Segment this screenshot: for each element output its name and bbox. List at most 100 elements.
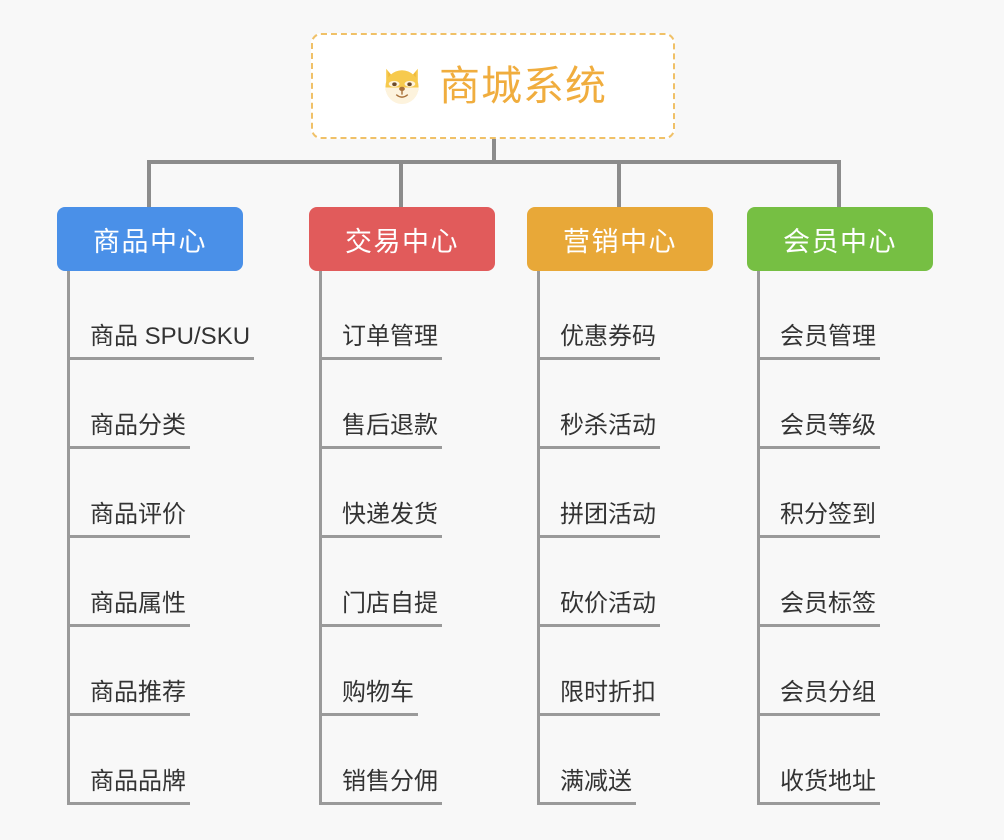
leaf-item[interactable]: 拼团活动 <box>527 449 713 538</box>
leaf-item[interactable]: 商品分类 <box>57 360 243 449</box>
category-label: 会员中心 <box>783 226 897 257</box>
leaf-label: 优惠券码 <box>560 322 656 350</box>
leaf-label: 商品 SPU/SKU <box>90 322 251 350</box>
leaf-item[interactable]: 快递发货 <box>309 449 495 538</box>
leaf-item[interactable]: 积分签到 <box>747 449 933 538</box>
column-marketing-center: 营销中心优惠券码秒杀活动拼团活动砍价活动限时折扣满减送 <box>527 207 713 805</box>
connector-drop-4 <box>837 160 841 207</box>
leaf-underline: 限时折扣 <box>537 678 660 716</box>
connector-root-stem <box>492 139 496 164</box>
leaf-item[interactable]: 售后退款 <box>309 360 495 449</box>
leaf-item[interactable]: 会员等级 <box>747 360 933 449</box>
leaf-underline: 商品推荐 <box>67 678 190 716</box>
leaf-label: 快递发货 <box>342 500 438 528</box>
leaf-item[interactable]: 商品评价 <box>57 449 243 538</box>
leaf-label: 会员管理 <box>780 322 876 350</box>
leaf-label: 拼团活动 <box>560 500 656 528</box>
column-member-center: 会员中心会员管理会员等级积分签到会员标签会员分组收货地址 <box>747 207 933 805</box>
connector-drop-2 <box>399 160 403 207</box>
leaf-label: 满减送 <box>560 767 632 795</box>
leaf-rail <box>537 271 540 805</box>
root-title: 商城系统 <box>439 62 607 109</box>
column-product-center: 商品中心商品 SPU/SKU 商品分类商品评价商品属性商品推荐商品品牌 <box>57 207 255 805</box>
leaf-list-product-center: 商品 SPU/SKU 商品分类商品评价商品属性商品推荐商品品牌 <box>57 271 255 805</box>
leaf-underline: 门店自提 <box>319 589 442 627</box>
leaf-item[interactable]: 商品品牌 <box>57 716 243 805</box>
leaf-item[interactable]: 商品推荐 <box>57 627 243 716</box>
leaf-label: 会员标签 <box>780 589 876 617</box>
leaf-underline: 售后退款 <box>319 411 442 449</box>
category-box-trade-center[interactable]: 交易中心 <box>309 207 495 271</box>
leaf-label: 售后退款 <box>342 411 438 439</box>
leaf-underline: 会员管理 <box>757 322 880 360</box>
leaf-label: 积分签到 <box>780 500 876 528</box>
leaf-rail <box>757 271 760 805</box>
leaf-list-member-center: 会员管理会员等级积分签到会员标签会员分组收货地址 <box>747 271 933 805</box>
category-box-marketing-center[interactable]: 营销中心 <box>527 207 713 271</box>
leaf-underline: 秒杀活动 <box>537 411 660 449</box>
leaf-underline: 收货地址 <box>757 767 880 805</box>
connector-drop-3 <box>617 160 621 207</box>
leaf-label: 会员等级 <box>780 411 876 439</box>
column-trade-center: 交易中心订单管理售后退款快递发货门店自提购物车销售分佣 <box>309 207 495 805</box>
leaf-label: 商品评价 <box>90 500 186 528</box>
leaf-label: 秒杀活动 <box>560 411 656 439</box>
category-box-member-center[interactable]: 会员中心 <box>747 207 933 271</box>
leaf-underline: 积分签到 <box>757 500 880 538</box>
category-label: 交易中心 <box>345 226 459 257</box>
category-label: 商品中心 <box>93 226 207 257</box>
dog-face-icon <box>379 63 425 109</box>
category-box-product-center[interactable]: 商品中心 <box>57 207 243 271</box>
connector-horizontal-bar <box>149 160 841 164</box>
leaf-underline: 满减送 <box>537 767 636 805</box>
leaf-underline: 商品评价 <box>67 500 190 538</box>
category-label: 营销中心 <box>563 226 677 257</box>
leaf-item[interactable]: 秒杀活动 <box>527 360 713 449</box>
leaf-underline: 拼团活动 <box>537 500 660 538</box>
leaf-item[interactable]: 订单管理 <box>309 271 495 360</box>
leaf-rail <box>319 271 322 805</box>
leaf-item[interactable]: 门店自提 <box>309 538 495 627</box>
leaf-underline: 商品属性 <box>67 589 190 627</box>
leaf-rail <box>67 271 70 805</box>
leaf-underline: 会员标签 <box>757 589 880 627</box>
leaf-label: 收货地址 <box>780 767 876 795</box>
leaf-item[interactable]: 购物车 <box>309 627 495 716</box>
leaf-underline: 订单管理 <box>319 322 442 360</box>
leaf-item[interactable]: 收货地址 <box>747 716 933 805</box>
leaf-label: 商品分类 <box>90 411 186 439</box>
leaf-underline: 购物车 <box>319 678 418 716</box>
leaf-item[interactable]: 会员分组 <box>747 627 933 716</box>
leaf-label: 限时折扣 <box>560 678 656 706</box>
leaf-item[interactable]: 商品 SPU/SKU <box>57 271 255 360</box>
leaf-item[interactable]: 砍价活动 <box>527 538 713 627</box>
leaf-label: 商品属性 <box>90 589 186 617</box>
leaf-underline: 商品分类 <box>67 411 190 449</box>
leaf-item[interactable]: 限时折扣 <box>527 627 713 716</box>
leaf-label: 会员分组 <box>780 678 876 706</box>
connector-drop-1 <box>147 160 151 207</box>
leaf-underline: 快递发货 <box>319 500 442 538</box>
leaf-label: 商品品牌 <box>90 767 186 795</box>
leaf-label: 门店自提 <box>342 589 438 617</box>
leaf-item[interactable]: 会员标签 <box>747 538 933 627</box>
leaf-underline: 会员分组 <box>757 678 880 716</box>
leaf-item[interactable]: 会员管理 <box>747 271 933 360</box>
leaf-underline: 砍价活动 <box>537 590 660 627</box>
leaf-label: 销售分佣 <box>342 767 438 795</box>
leaf-underline: 会员等级 <box>757 411 880 449</box>
leaf-label: 商品推荐 <box>90 678 186 706</box>
leaf-underline: 销售分佣 <box>319 767 442 805</box>
leaf-item[interactable]: 优惠券码 <box>527 271 713 360</box>
leaf-item[interactable]: 商品属性 <box>57 538 243 627</box>
leaf-item[interactable]: 销售分佣 <box>309 716 495 805</box>
leaf-item[interactable]: 满减送 <box>527 716 713 805</box>
root-node[interactable]: 商城系统 <box>311 33 675 139</box>
leaf-label: 购物车 <box>342 678 414 706</box>
leaf-underline: 优惠券码 <box>537 322 660 360</box>
leaf-list-marketing-center: 优惠券码秒杀活动拼团活动砍价活动限时折扣满减送 <box>527 271 713 805</box>
leaf-label: 订单管理 <box>342 322 438 350</box>
leaf-underline: 商品 SPU/SKU <box>67 322 255 360</box>
leaf-list-trade-center: 订单管理售后退款快递发货门店自提购物车销售分佣 <box>309 271 495 805</box>
